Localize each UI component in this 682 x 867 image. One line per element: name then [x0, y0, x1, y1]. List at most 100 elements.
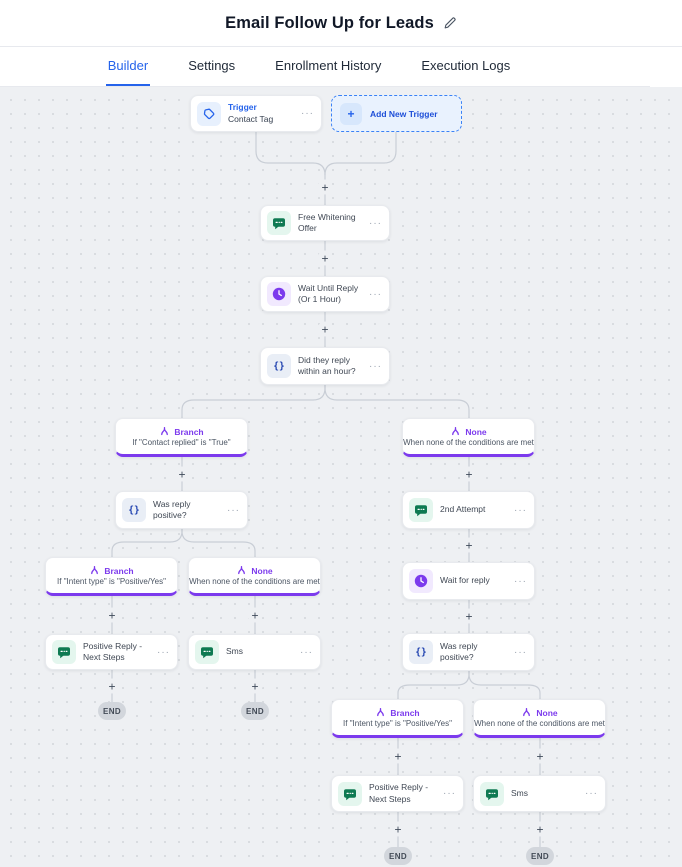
node-was-reply-positive-right[interactable]: {} Was reply positive? ··· [402, 633, 535, 671]
branch-title-label: None [465, 426, 487, 437]
node-label: Sms [511, 787, 528, 798]
node-label: Was reply positive? [440, 640, 478, 662]
node-free-whitening-offer[interactable]: Free Whitening Offer ··· [260, 205, 390, 241]
ellipsis-menu-icon[interactable]: ··· [227, 504, 240, 516]
sms-message-icon [338, 781, 362, 806]
branch-condition-label: When none of the conditions are met [189, 577, 320, 586]
add-step-button[interactable]: + [104, 678, 120, 694]
connector-lines [111, 132, 541, 847]
add-step-button[interactable]: + [390, 821, 406, 837]
add-step-button[interactable]: + [174, 466, 190, 482]
tab-settings[interactable]: Settings [188, 58, 236, 73]
branch-node-none-right[interactable]: None When none of the conditions are met [473, 699, 606, 738]
ellipsis-menu-icon[interactable]: ··· [443, 788, 456, 799]
node-trigger-contact-tag[interactable]: Trigger Contact Tag ··· [190, 95, 322, 132]
branch-node-none-left[interactable]: None When none of the conditions are met [188, 557, 321, 596]
branch-condition-label: When none of the conditions are met [403, 438, 534, 447]
sms-message-icon [267, 211, 291, 235]
add-step-button[interactable]: + [317, 250, 333, 266]
braces-condition-icon: {} [122, 498, 146, 522]
add-new-trigger-label: Add New Trigger [370, 108, 438, 119]
braces-condition-icon: {} [409, 640, 433, 664]
tab-execution-logs[interactable]: Execution Logs [421, 58, 511, 73]
branch-fork-icon [452, 427, 460, 436]
page-title: Email Follow Up for Leads [225, 13, 434, 32]
ellipsis-menu-icon[interactable]: ··· [514, 646, 527, 658]
branch-node-intent-left[interactable]: Branch If "Intent type" is "Positive/Yes… [45, 557, 178, 596]
plus-icon: + [340, 102, 362, 125]
end-terminal: END [526, 847, 554, 865]
end-terminal: END [384, 847, 412, 865]
node-label: Wait for reply [440, 575, 490, 586]
add-step-button[interactable]: + [532, 821, 548, 837]
add-step-button[interactable]: + [461, 537, 477, 553]
branch-node-contact-replied[interactable]: Branch If "Contact replied" is "True" [115, 418, 248, 457]
node-wait-for-reply[interactable]: Wait for reply ··· [402, 562, 535, 600]
end-terminal: END [98, 702, 126, 720]
ellipsis-menu-icon[interactable]: ··· [301, 108, 314, 119]
branch-condition-label: If "Contact replied" is "True" [132, 438, 231, 447]
node-sms-left[interactable]: Sms ··· [188, 634, 321, 670]
add-step-button[interactable]: + [247, 678, 263, 694]
branch-node-intent-right[interactable]: Branch If "Intent type" is "Positive/Yes… [331, 699, 464, 738]
branch-fork-icon [91, 566, 99, 575]
add-step-button[interactable]: + [532, 748, 548, 764]
node-wait-until-reply[interactable]: Wait Until Reply (Or 1 Hour) ··· [260, 276, 390, 312]
trigger-type-label: Trigger [228, 102, 257, 113]
node-did-they-reply[interactable]: {} Did they reply within an hour? ··· [260, 347, 390, 385]
branch-title-label: None [536, 707, 558, 718]
add-step-button[interactable]: + [104, 607, 120, 623]
branch-fork-icon [161, 427, 169, 436]
node-positive-reply-left[interactable]: Positive Reply - Next Steps ··· [45, 634, 178, 670]
tab-builder[interactable]: Builder [105, 47, 151, 86]
node-label: Positive Reply - Next Steps [83, 640, 143, 662]
ellipsis-menu-icon[interactable]: ··· [369, 288, 382, 300]
add-step-button[interactable]: + [390, 748, 406, 764]
node-label: Sms [226, 646, 243, 657]
end-terminal: END [241, 702, 269, 720]
node-label: Free Whitening Offer [298, 211, 356, 233]
node-was-reply-positive-left[interactable]: {} Was reply positive? ··· [115, 491, 248, 529]
ellipsis-menu-icon[interactable]: ··· [514, 504, 527, 516]
ellipsis-menu-icon[interactable]: ··· [585, 788, 598, 799]
clock-icon [409, 569, 433, 593]
node-positive-reply-right[interactable]: Positive Reply - Next Steps ··· [331, 775, 464, 812]
node-label: Was reply positive? [153, 498, 191, 520]
branch-fork-icon [377, 708, 385, 717]
node-sms-right[interactable]: Sms ··· [473, 775, 606, 812]
add-step-button[interactable]: + [317, 321, 333, 337]
branch-node-none-top[interactable]: None When none of the conditions are met [402, 418, 535, 457]
clock-icon [267, 282, 291, 306]
add-step-button[interactable]: + [461, 608, 477, 624]
sms-message-icon [480, 781, 504, 806]
workflow-canvas[interactable]: Trigger Contact Tag ··· + Add New Trigge… [0, 87, 682, 867]
sms-message-icon [195, 640, 219, 664]
add-step-button[interactable]: + [461, 466, 477, 482]
ellipsis-menu-icon[interactable]: ··· [514, 575, 527, 587]
ellipsis-menu-icon[interactable]: ··· [369, 217, 382, 229]
branch-condition-label: When none of the conditions are met [474, 719, 605, 728]
ellipsis-menu-icon[interactable]: ··· [157, 646, 170, 658]
tab-enrollment-history[interactable]: Enrollment History [275, 58, 382, 73]
node-label: 2nd Attempt [440, 504, 486, 515]
node-label: Did they reply within an hour? [298, 354, 356, 376]
node-label: Wait Until Reply (Or 1 Hour) [298, 282, 359, 304]
node-label: Positive Reply - Next Steps [369, 782, 429, 804]
add-new-trigger-button[interactable]: + Add New Trigger [331, 95, 462, 132]
workflow-header: Email Follow Up for Leads [0, 0, 682, 47]
add-step-button[interactable]: + [317, 179, 333, 195]
ellipsis-menu-icon[interactable]: ··· [369, 360, 382, 372]
edit-title-button[interactable] [443, 16, 457, 30]
trigger-name-label: Contact Tag [228, 113, 274, 124]
braces-condition-icon: {} [267, 354, 291, 378]
pencil-icon [444, 17, 456, 29]
tab-bar: Builder Settings Enrollment History Exec… [0, 47, 650, 87]
ellipsis-menu-icon[interactable]: ··· [300, 646, 313, 658]
node-second-attempt[interactable]: 2nd Attempt ··· [402, 491, 535, 529]
sms-message-icon [52, 640, 76, 664]
branch-title-label: Branch [104, 565, 134, 576]
branch-fork-icon [238, 566, 246, 575]
branch-condition-label: If "Intent type" is "Positive/Yes" [57, 577, 166, 586]
branch-condition-label: If "Intent type" is "Positive/Yes" [343, 719, 452, 728]
add-step-button[interactable]: + [247, 607, 263, 623]
